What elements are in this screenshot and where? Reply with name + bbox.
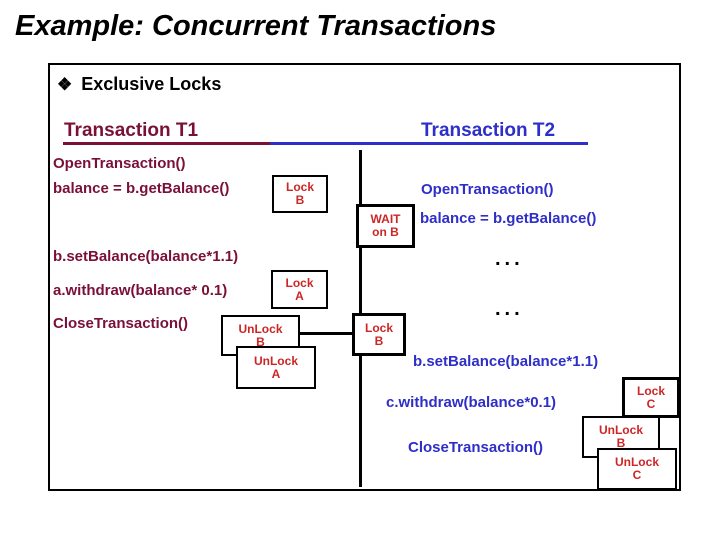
lock-action-label: Lock: [636, 383, 665, 398]
t1-lock-b-box: Lock B: [272, 175, 328, 213]
lock-action-label: UnLock: [614, 455, 659, 469]
lock-action-label: UnLock: [238, 321, 283, 336]
t2-ellipsis-1: ...: [495, 248, 524, 270]
t1-close-transaction: CloseTransaction(): [53, 315, 189, 332]
lock-action-label: Lock: [364, 320, 393, 335]
wait-label: WAIT: [370, 212, 401, 226]
lock-action-label: Lock: [285, 180, 314, 194]
t1-withdraw: a.withdraw(balance* 0.1): [53, 282, 228, 299]
lock-object-label: C: [646, 396, 656, 411]
t2-open-transaction: OpenTransaction(): [421, 181, 554, 198]
lock-action-label: UnLock: [253, 353, 298, 368]
t2-close-transaction: CloseTransaction(): [408, 439, 544, 456]
t1-open-transaction: OpenTransaction(): [53, 155, 186, 172]
lock-object-label: B: [374, 333, 384, 348]
lock-object-label: A: [295, 288, 304, 303]
wait-on-b-box: WAIT on B: [356, 204, 415, 248]
t1-get-balance: balance = b.getBalance(): [53, 180, 230, 197]
lock-action-label: UnLock: [598, 423, 643, 437]
t2-unlock-c-box: UnLock C: [597, 448, 677, 490]
lock-object-label: B: [616, 436, 626, 450]
t2-lock-b-box: Lock B: [352, 313, 406, 356]
t1-unlock-a-box: UnLock A: [236, 346, 316, 389]
slide-title: Example: Concurrent Transactions: [15, 10, 497, 42]
t2-lock-c-box: Lock C: [622, 377, 680, 418]
t2-set-balance: b.setBalance(balance*1.1): [413, 353, 599, 370]
t1-lock-a-box: Lock A: [271, 270, 328, 309]
t1-underline: [63, 142, 270, 145]
content-panel: [48, 63, 681, 491]
lock-object-label: B: [256, 334, 265, 349]
t1-set-balance: b.setBalance(balance*1.1): [53, 248, 239, 265]
section-heading-label: Exclusive Locks: [81, 74, 222, 94]
transaction-t2-title: Transaction T2: [421, 120, 556, 141]
wait-object-label: on B: [372, 225, 399, 239]
t2-underline: [270, 142, 588, 145]
unlock-to-lock-connector-line: [296, 332, 354, 335]
lock-object-label: B: [295, 193, 305, 207]
lock-action-label: Lock: [285, 275, 314, 290]
diamond-bullet-icon: ❖: [57, 75, 73, 94]
t2-ellipsis-2: ...: [495, 298, 524, 320]
lock-object-label: A: [271, 366, 281, 381]
transaction-t1-title: Transaction T1: [64, 120, 199, 141]
t2-withdraw: c.withdraw(balance*0.1): [386, 394, 557, 411]
lock-object-label: C: [632, 468, 642, 482]
section-heading: ❖ Exclusive Locks: [57, 74, 221, 95]
t2-get-balance: balance = b.getBalance(): [420, 210, 597, 227]
